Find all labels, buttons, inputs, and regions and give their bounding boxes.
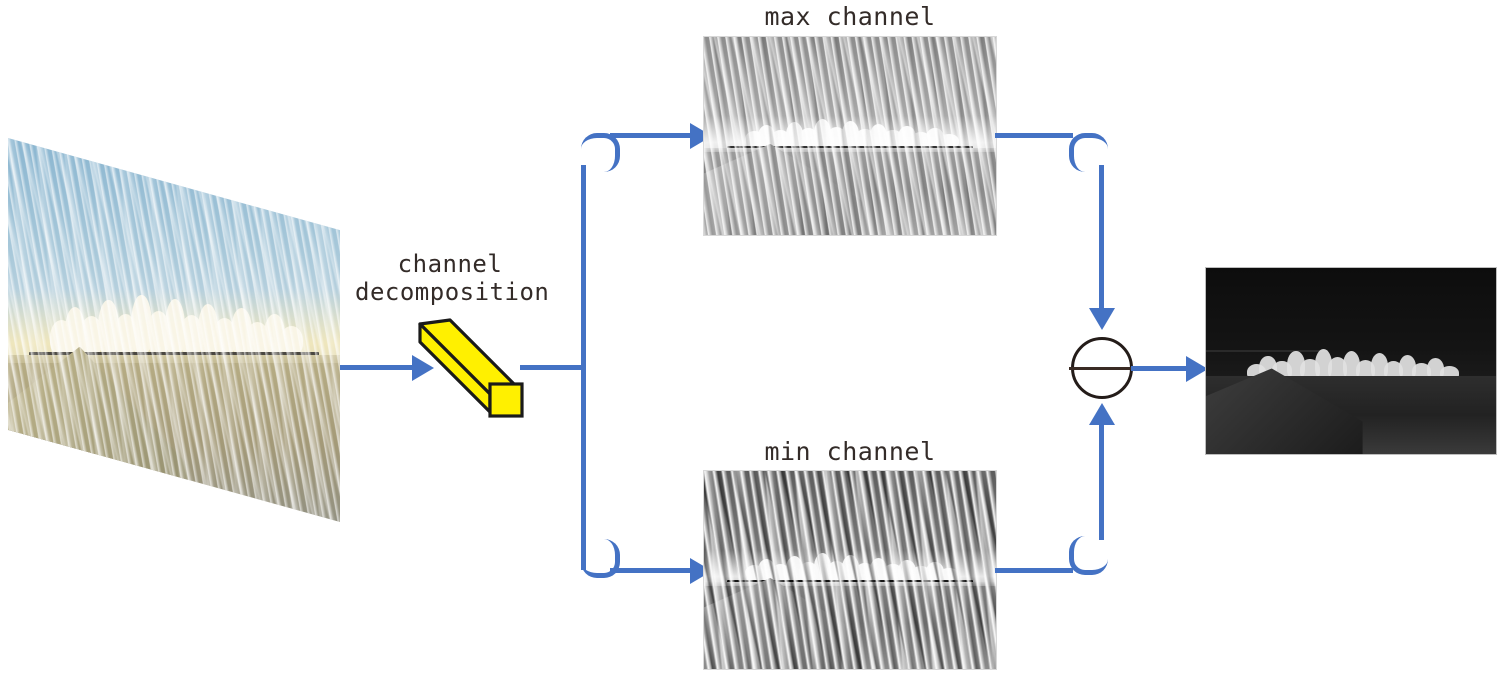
elbow-max-to-subtract [1069, 133, 1108, 172]
edge-max-channel-to-merge [995, 133, 1073, 138]
min-channel-label: min channel [764, 437, 936, 466]
rainy-input-image [8, 138, 340, 522]
scene-distant-ridge [1206, 349, 1328, 352]
arrowhead-into-subtract-bottom [1089, 403, 1115, 425]
elbow-min-to-subtract [1069, 536, 1108, 575]
split-junction-trunk [581, 165, 586, 570]
wire-max-down-to-subtract [1099, 165, 1104, 310]
elbow-top-branch [581, 133, 620, 172]
subtract-operator [1069, 337, 1135, 399]
edge-decomposition-to-split [520, 365, 586, 370]
arrowhead-into-subtract-top [1089, 308, 1115, 330]
edge-subtract-to-output [1131, 366, 1193, 371]
edge-input-to-decomposition [340, 365, 418, 370]
minus-icon [1069, 366, 1135, 370]
arrowhead-into-decomposition [412, 355, 434, 381]
wire-min-up-to-subtract [1099, 425, 1104, 540]
edge-min-channel-to-merge [995, 568, 1073, 573]
max-channel-image [703, 36, 997, 236]
max-channel-label: max channel [764, 2, 936, 31]
scene-smoke-plume [49, 289, 305, 355]
min-channel-image [703, 470, 997, 670]
edge-split-to-min-channel [610, 568, 698, 573]
derained-output-image [1205, 267, 1497, 455]
channel-decomposition-label: channel decomposition [355, 250, 550, 306]
arrowhead-into-output [1186, 356, 1208, 382]
elbow-bottom-branch [581, 539, 620, 578]
edge-split-to-max-channel [610, 133, 698, 138]
channel-decomposition-block [412, 312, 528, 418]
